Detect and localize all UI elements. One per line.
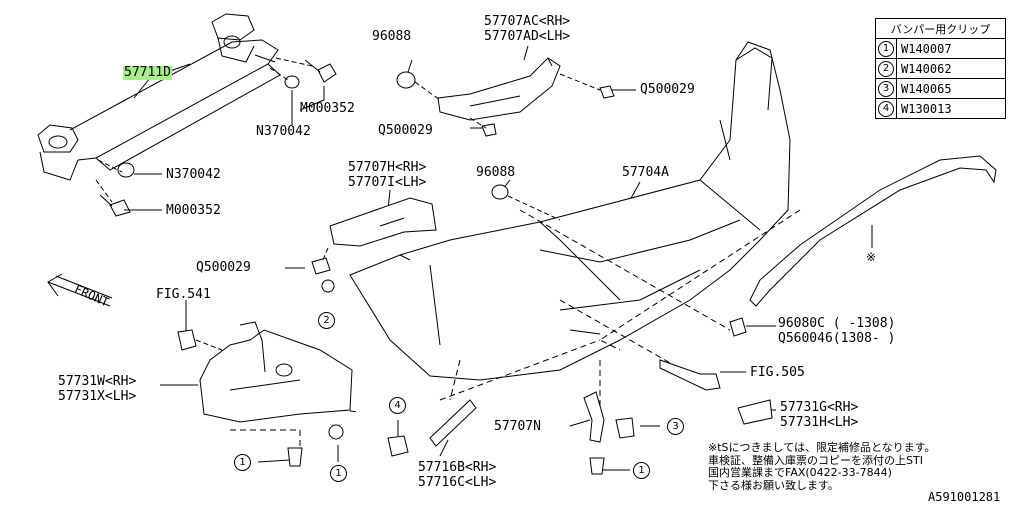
label-57731g: 57731G<RH> bbox=[780, 400, 859, 415]
label-asterisk: ※ bbox=[866, 250, 877, 264]
footnote-line: 車検証、整備入庫票のコピーを添付の上STI bbox=[708, 453, 923, 467]
callout-clip-1-b: 1 bbox=[330, 465, 347, 482]
label-57707ac-ad: 57707AC<RH> 57707AD<LH> bbox=[484, 14, 570, 44]
callout-clip-1-c: 1 bbox=[633, 462, 650, 479]
label-96080c: 96080C ( -1308) bbox=[778, 316, 896, 331]
label-m000352-upper: M000352 bbox=[300, 101, 355, 116]
clip-code: W140065 bbox=[896, 78, 1006, 99]
label-57707ad: 57707AD<LH> bbox=[484, 29, 571, 44]
clip-number: 1 bbox=[878, 41, 894, 57]
clip-code: W130013 bbox=[896, 98, 1006, 119]
lower-bracket-drawing bbox=[177, 321, 353, 467]
label-q500029-left: Q500029 bbox=[196, 260, 251, 275]
label-m000352-lower: M000352 bbox=[166, 203, 221, 218]
clip-code: W140007 bbox=[896, 38, 1006, 59]
label-57716b: 57716B<RH> bbox=[418, 460, 497, 475]
label-57707ac: 57707AC<RH> bbox=[484, 14, 571, 29]
label-n370042-upper: N370042 bbox=[256, 124, 311, 139]
label-q500029-right: Q500029 bbox=[640, 82, 695, 97]
rear-beam-drawing bbox=[37, 13, 281, 181]
callout-clip-2: 2 bbox=[318, 312, 335, 329]
label-q500029-mid: Q500029 bbox=[378, 123, 433, 138]
weather-strip-drawing bbox=[749, 155, 997, 307]
front-arrow-icon bbox=[47, 273, 113, 307]
label-q560046: Q560046(1308- ) bbox=[778, 331, 896, 346]
beam-fasteners-drawing bbox=[95, 57, 337, 217]
table-row: 4 W130013 bbox=[875, 98, 1006, 119]
footnote-line: 下さる様お願い致します。 bbox=[708, 478, 839, 492]
label-57707h-i: 57707H<RH> 57707I<LH> bbox=[348, 160, 426, 190]
footnote: ※tSにつきましては、限定補修品となります。 車検証、整備入庫票のコピーを添付の… bbox=[708, 441, 936, 492]
clip-code: W140062 bbox=[896, 58, 1006, 79]
label-57731w-x: 57731W<RH> 57731X<LH> bbox=[58, 374, 136, 404]
table-row: 3 W140065 bbox=[875, 78, 1006, 99]
table-row: 2 W140062 bbox=[875, 58, 1006, 79]
callout-clip-3: 3 bbox=[667, 418, 684, 435]
label-n370042-lower: N370042 bbox=[166, 167, 221, 182]
label-57707n: 57707N bbox=[494, 419, 541, 434]
upper-bracket-drawing bbox=[396, 57, 615, 137]
label-96088-upper: 96088 bbox=[372, 29, 412, 44]
label-57707i: 57707I<LH> bbox=[348, 175, 427, 190]
clip-number: 4 bbox=[878, 101, 894, 117]
side-bracket-drawing bbox=[311, 184, 561, 293]
guide-lines bbox=[230, 209, 801, 450]
label-fig505: FIG.505 bbox=[750, 365, 805, 380]
lower-parts-drawing bbox=[387, 317, 773, 475]
clip-table-header: バンパー用クリップ bbox=[875, 18, 1006, 39]
clip-number: 3 bbox=[878, 81, 894, 97]
clip-table-header-row: バンパー用クリップ bbox=[875, 18, 1006, 39]
label-57716c: 57716C<LH> bbox=[418, 475, 497, 490]
label-57704a: 57704A bbox=[622, 165, 669, 180]
label-57716b-c: 57716B<RH> 57716C<LH> bbox=[418, 460, 496, 490]
bumper-clip-table: バンパー用クリップ 1 W140007 2 W140062 3 W140065 … bbox=[875, 18, 1006, 119]
label-57731x: 57731X<LH> bbox=[58, 389, 137, 404]
footnote-line: ※tSにつきましては、限定補修品となります。 bbox=[708, 441, 936, 454]
rear-bumper-drawing bbox=[349, 41, 791, 381]
diagram-id: A591001281 bbox=[928, 490, 1001, 504]
label-57711d: 57711D bbox=[123, 65, 172, 80]
label-57731w: 57731W<RH> bbox=[58, 374, 137, 389]
label-57707h: 57707H<RH> bbox=[348, 160, 427, 175]
callout-clip-4: 4 bbox=[389, 397, 406, 414]
label-57731h: 57731H<LH> bbox=[780, 415, 859, 430]
label-96080c-q560046: 96080C ( -1308) Q560046(1308- ) bbox=[778, 316, 895, 346]
callout-clip-1-a: 1 bbox=[234, 454, 251, 471]
label-96088-lower: 96088 bbox=[476, 165, 516, 180]
footnote-line: 国内営業課までFAX(0422-33-7844) bbox=[708, 466, 892, 479]
label-fig541: FIG.541 bbox=[156, 287, 211, 302]
clip-number: 2 bbox=[878, 61, 894, 77]
table-row: 1 W140007 bbox=[875, 38, 1006, 59]
label-57731g-h: 57731G<RH> 57731H<LH> bbox=[780, 400, 858, 430]
